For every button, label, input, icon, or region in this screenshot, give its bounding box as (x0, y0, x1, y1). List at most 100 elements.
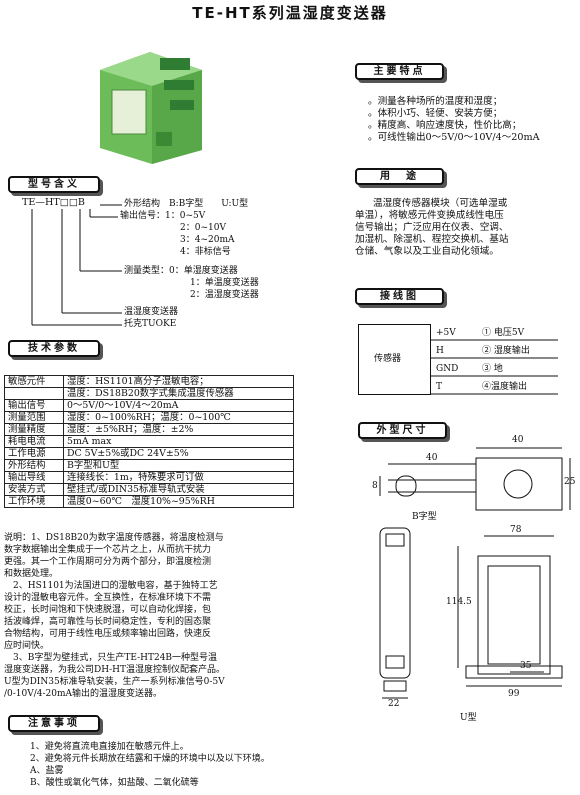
dim-b-height: 25 (564, 477, 576, 487)
spec-value: 0～5V/0～10V/4～20mA (63, 399, 294, 412)
note-item: B、酸性或氧化气体，如盐酸、二氧化硫等 (30, 778, 199, 788)
desc-line: 2、HS1101为法国进口的湿敏电容，基于独特工艺 (4, 581, 218, 591)
desc-line: 括波峰焊，高可靠性与长时间稳定性，专利的固态聚 (4, 617, 212, 627)
tech-header: 技术参数 (8, 340, 100, 357)
desc-line: 更强。其一个工作周期可分为两个部分，即温度检测 (4, 557, 212, 567)
description-block: 说明：1、DS18B20为数字温度传感器，将温度检测与 数字数据输出全集成于一个… (4, 532, 294, 700)
desc-line: 设计的湿敏电容元件。全互换性，在标准环境下不需 (4, 593, 212, 603)
spec-value: B字型和U型 (63, 459, 294, 472)
u-type-label: U型 (460, 713, 477, 723)
spec-value: 温度：DS18B20数字式集成温度传感器 (63, 387, 294, 400)
model-line: 2：0~10V (180, 223, 226, 233)
wire-desc: ③ 地 (482, 364, 503, 374)
spec-label: 工作环境 (4, 495, 64, 508)
dim-u-height: 114.5 (446, 597, 472, 607)
desc-line: 湿度变送器，为我公司DH-HT温湿度控制仪配套产品。 (4, 665, 225, 675)
wire-pin: H (436, 346, 444, 356)
spec-label: 输出导线 (4, 471, 64, 484)
wiring-header: 接线图 (355, 288, 444, 305)
spec-value: 湿度：HS1101高分子湿敏电容； (63, 375, 294, 388)
notes-header: 注意事项 (8, 715, 100, 732)
use-line: 信号输出；广泛应用在仪表、空调、 (355, 222, 509, 233)
spec-label: 外形结构 (4, 459, 64, 472)
spec-table: 敏感元件湿度：HS1101高分子湿敏电容；温度：DS18B20数字式集成温度传感… (4, 375, 294, 508)
model-line: 测量类型：0：单湿度变送器 (124, 266, 238, 276)
desc-line: /0-10V/4-20mA输出的温湿度变送器。 (4, 689, 163, 699)
spec-label (4, 387, 64, 400)
wire-desc: ④温度输出 (482, 382, 528, 392)
feature-item: 。体积小巧、轻便、安装方便； (368, 108, 503, 119)
dim-u-side: 22 (388, 699, 400, 709)
wire-desc: ① 电压5V (482, 328, 525, 338)
wire-pin: +5V (436, 328, 456, 338)
note-item: A、盐雾 (30, 766, 64, 776)
use-line: 温湿度传感器模块（可选单湿或 (373, 198, 508, 209)
dim-b-lead: 40 (426, 453, 438, 463)
feature-item: 。可线性输出0～5V/0～10V/4～20mA (368, 132, 540, 143)
use-line: 单温），将敏感元件变换成线性电压 (355, 210, 504, 221)
spec-value: 湿度：0~100%RH；温度：0~100℃ (63, 411, 294, 424)
model-line: 1：单温度变送器 (190, 278, 259, 288)
desc-line: 数字数据输出全集成于一个芯片之上，从而抗干扰力 (4, 545, 212, 555)
dim-b-small: 8 (372, 481, 378, 491)
spec-label: 耗电电流 (4, 435, 64, 448)
spec-row: 测量范围湿度：0~100%RH；温度：0~100℃ (4, 411, 294, 424)
model-code: TE—HT□□B (22, 197, 85, 208)
spec-row: 敏感元件湿度：HS1101高分子湿敏电容； (4, 375, 294, 388)
notes-list: 1、避免将直流电直接加在敏感元件上。 2、避免将元件长期放在结露和干燥的环境中以… (30, 741, 270, 789)
spec-row: 工作环境温度0~60℃ 湿度10%~95%RH (4, 495, 294, 508)
spec-label: 工作电源 (4, 447, 64, 460)
spec-row: 测量精度湿度：±5%RH；温度：±2% (4, 423, 294, 436)
desc-line: 3、B字型为壁挂式，只生产TE-HT24B一种型号温 (4, 653, 218, 663)
spec-value: 连接线长：1m，特殊要求可订做 (63, 471, 294, 484)
use-header: 用 途 (355, 168, 444, 185)
model-diagram: TE—HT□□B 外形结构 B:B字型 U:U型 输出信号：1：0~5V 2：0… (22, 195, 322, 335)
model-line: 3：4~20mA (180, 235, 235, 245)
spec-value: 壁挂式/或DIN35标准导轨式安装 (63, 483, 294, 496)
model-line: 4：非标信号 (180, 247, 231, 257)
use-text: 温湿度传感器模块（可选单湿或 单温），将敏感元件变换成线性电压 信号输出；广泛应… (355, 198, 509, 258)
spec-label: 测量范围 (4, 411, 64, 424)
spec-row: 输出导线连接线长：1m，特殊要求可订做 (4, 471, 294, 484)
dim-u-width: 78 (510, 525, 522, 535)
spec-label: 测量精度 (4, 423, 64, 436)
spec-value: 湿度：±5%RH；温度：±2% (63, 423, 294, 436)
feature-item: 。测量各种场所的温度和湿度； (368, 96, 503, 107)
spec-label: 安装方式 (4, 483, 64, 496)
dim-u-foot: 35 (520, 661, 532, 671)
spec-row: 安装方式壁挂式/或DIN35标准导轨式安装 (4, 483, 294, 496)
model-line: 外形结构 B:B字型 U:U型 (124, 199, 249, 209)
spec-row: 温度：DS18B20数字式集成温度传感器 (4, 387, 294, 400)
use-line: 仓储、气象以及工业自动化领域。 (355, 246, 499, 257)
feature-item: 。精度高、响应速度快，性价比高； (368, 120, 522, 131)
model-line: 托克TUOKE (124, 319, 177, 329)
wire-pin: GND (436, 364, 459, 374)
desc-line: 校正，长时间饱和下快速脱湿，可以自动化焊接，包 (4, 605, 212, 615)
b-type-label: B字型 (412, 512, 437, 522)
desc-line: 合物结构，可用于线性电压或频率输出回路，快速反 (4, 629, 212, 639)
wiring-box-label: 传感器 (374, 354, 402, 364)
features-header: 主要特点 (355, 63, 444, 80)
dim-u-base: 99 (508, 689, 520, 699)
wiring-diagram: 传感器 +5V ① 电压5V H ② 湿度输出 GND ③ 地 T ④温度输出 (358, 320, 568, 398)
note-item: 2、避免将元件长期放在结露和干燥的环境中以及以下环境。 (30, 754, 270, 764)
product-photo (90, 40, 210, 165)
wire-desc: ② 湿度输出 (482, 346, 530, 356)
dims-drawing: 40 40 25 8 B字型 78 114.5 35 99 22 U型 (360, 435, 576, 736)
dim-b-width: 40 (512, 435, 524, 445)
model-line: 2：温湿度变送器 (190, 290, 259, 300)
dims-header: 外型尺寸 (358, 422, 447, 439)
note-item: 1、避免将直流电直接加在敏感元件上。 (30, 742, 189, 752)
desc-line: 和数据处理。 (4, 569, 59, 579)
model-line: 输出信号：1：0~5V (120, 211, 206, 221)
desc-line: 应时间快。 (4, 641, 50, 651)
features-list: 。测量各种场所的温度和湿度； 。体积小巧、轻便、安装方便； 。精度高、响应速度快… (368, 96, 540, 144)
use-line: 加湿机、除湿机、程控交换机、基站 (355, 234, 509, 245)
spec-value: 温度0~60℃ 湿度10%~95%RH (63, 495, 294, 508)
desc-line: 说明：1、DS18B20为数字温度传感器，将温度检测与 (4, 533, 224, 543)
model-line: 温湿度变送器 (124, 307, 179, 317)
